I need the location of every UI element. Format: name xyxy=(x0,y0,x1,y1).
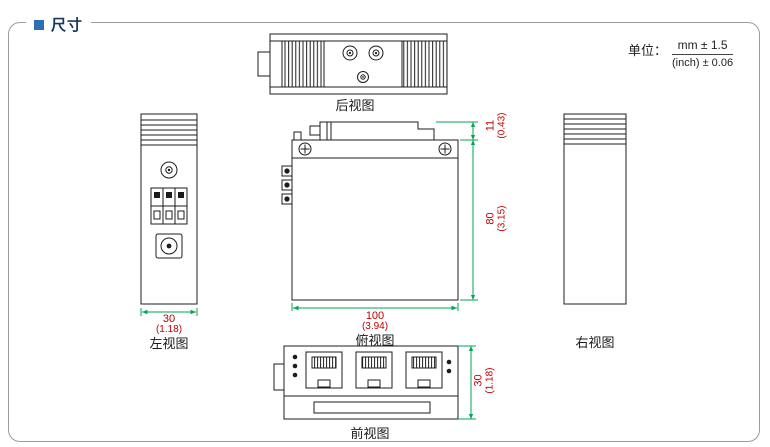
clip-height-dimension-line xyxy=(436,121,478,141)
screw xyxy=(438,142,452,156)
heatsink-fins-left xyxy=(281,40,325,88)
mm-tolerance: mm ± 1.5 xyxy=(672,38,734,55)
terminal-contacts xyxy=(281,165,293,205)
top-width-mm: 100 xyxy=(365,310,385,322)
left-view-drawing xyxy=(140,113,198,316)
screw xyxy=(342,45,358,61)
right-body xyxy=(563,113,627,305)
label-plate xyxy=(313,401,431,414)
rj45-port xyxy=(355,351,393,389)
screw xyxy=(357,71,369,83)
vent-fins xyxy=(141,119,197,146)
depth-mm: 80 xyxy=(484,212,497,225)
right-view-label: 右视图 xyxy=(575,335,615,350)
left-view-label: 左视图 xyxy=(149,336,189,351)
left-width-mm: 30 xyxy=(162,313,176,325)
left-width-inch: (1.18) xyxy=(155,324,183,335)
depth-dimension-line xyxy=(460,140,478,301)
front-view-drawing xyxy=(273,345,476,420)
front-side-tab xyxy=(273,363,285,391)
clip-mm: 11 xyxy=(484,119,497,132)
width-dimension-line xyxy=(291,303,459,311)
units-label: 单位： xyxy=(628,43,668,58)
front-height-inch: (1.18) xyxy=(484,367,496,394)
rear-view-drawing xyxy=(257,33,448,95)
width-dimension-line xyxy=(140,308,198,316)
clip-height-dimension-text: 11 (0.43) xyxy=(484,106,507,146)
status-leds xyxy=(292,354,298,378)
depth-dimension-text: 80 (3.15) xyxy=(484,197,507,241)
front-height-mm: 30 xyxy=(472,374,485,387)
blue-square-bullet xyxy=(34,19,44,30)
vent-fins xyxy=(564,118,626,145)
din-rail-clip xyxy=(293,121,435,141)
heatsink-fins-right xyxy=(401,40,448,88)
screw xyxy=(298,142,312,156)
power-jack xyxy=(155,233,183,259)
rear-side-tab xyxy=(257,51,271,77)
top-width-inch: (3.94) xyxy=(361,321,389,332)
rear-view-label: 后视图 xyxy=(335,98,375,113)
right-view-drawing xyxy=(563,113,627,305)
height-dimension-line xyxy=(458,345,476,420)
depth-inch: (3.15) xyxy=(496,205,508,232)
top-view-drawing xyxy=(281,121,478,311)
clip-inch: (0.43) xyxy=(496,112,508,139)
tolerance-fraction: mm ± 1.5 (inch) ± 0.06 xyxy=(672,38,734,69)
tolerance-note: 单位： mm ± 1.5 (inch) ± 0.06 xyxy=(628,38,734,69)
screw xyxy=(368,45,384,61)
front-view-label: 前视图 xyxy=(350,426,390,441)
top-body xyxy=(291,139,459,301)
rj45-port xyxy=(305,351,343,389)
section-header: 尺寸 xyxy=(26,12,92,37)
border-frame xyxy=(8,22,760,442)
front-height-dimension-text: 30 (1.18) xyxy=(472,360,495,402)
inch-tolerance: (inch) ± 0.06 xyxy=(672,57,734,69)
grounding-screw xyxy=(160,161,178,179)
terminal-block xyxy=(150,187,188,225)
section-title: 尺寸 xyxy=(51,17,84,34)
top-view-label: 俯视图 xyxy=(355,333,395,348)
rj45-port xyxy=(405,351,443,389)
port-leds xyxy=(446,359,452,374)
